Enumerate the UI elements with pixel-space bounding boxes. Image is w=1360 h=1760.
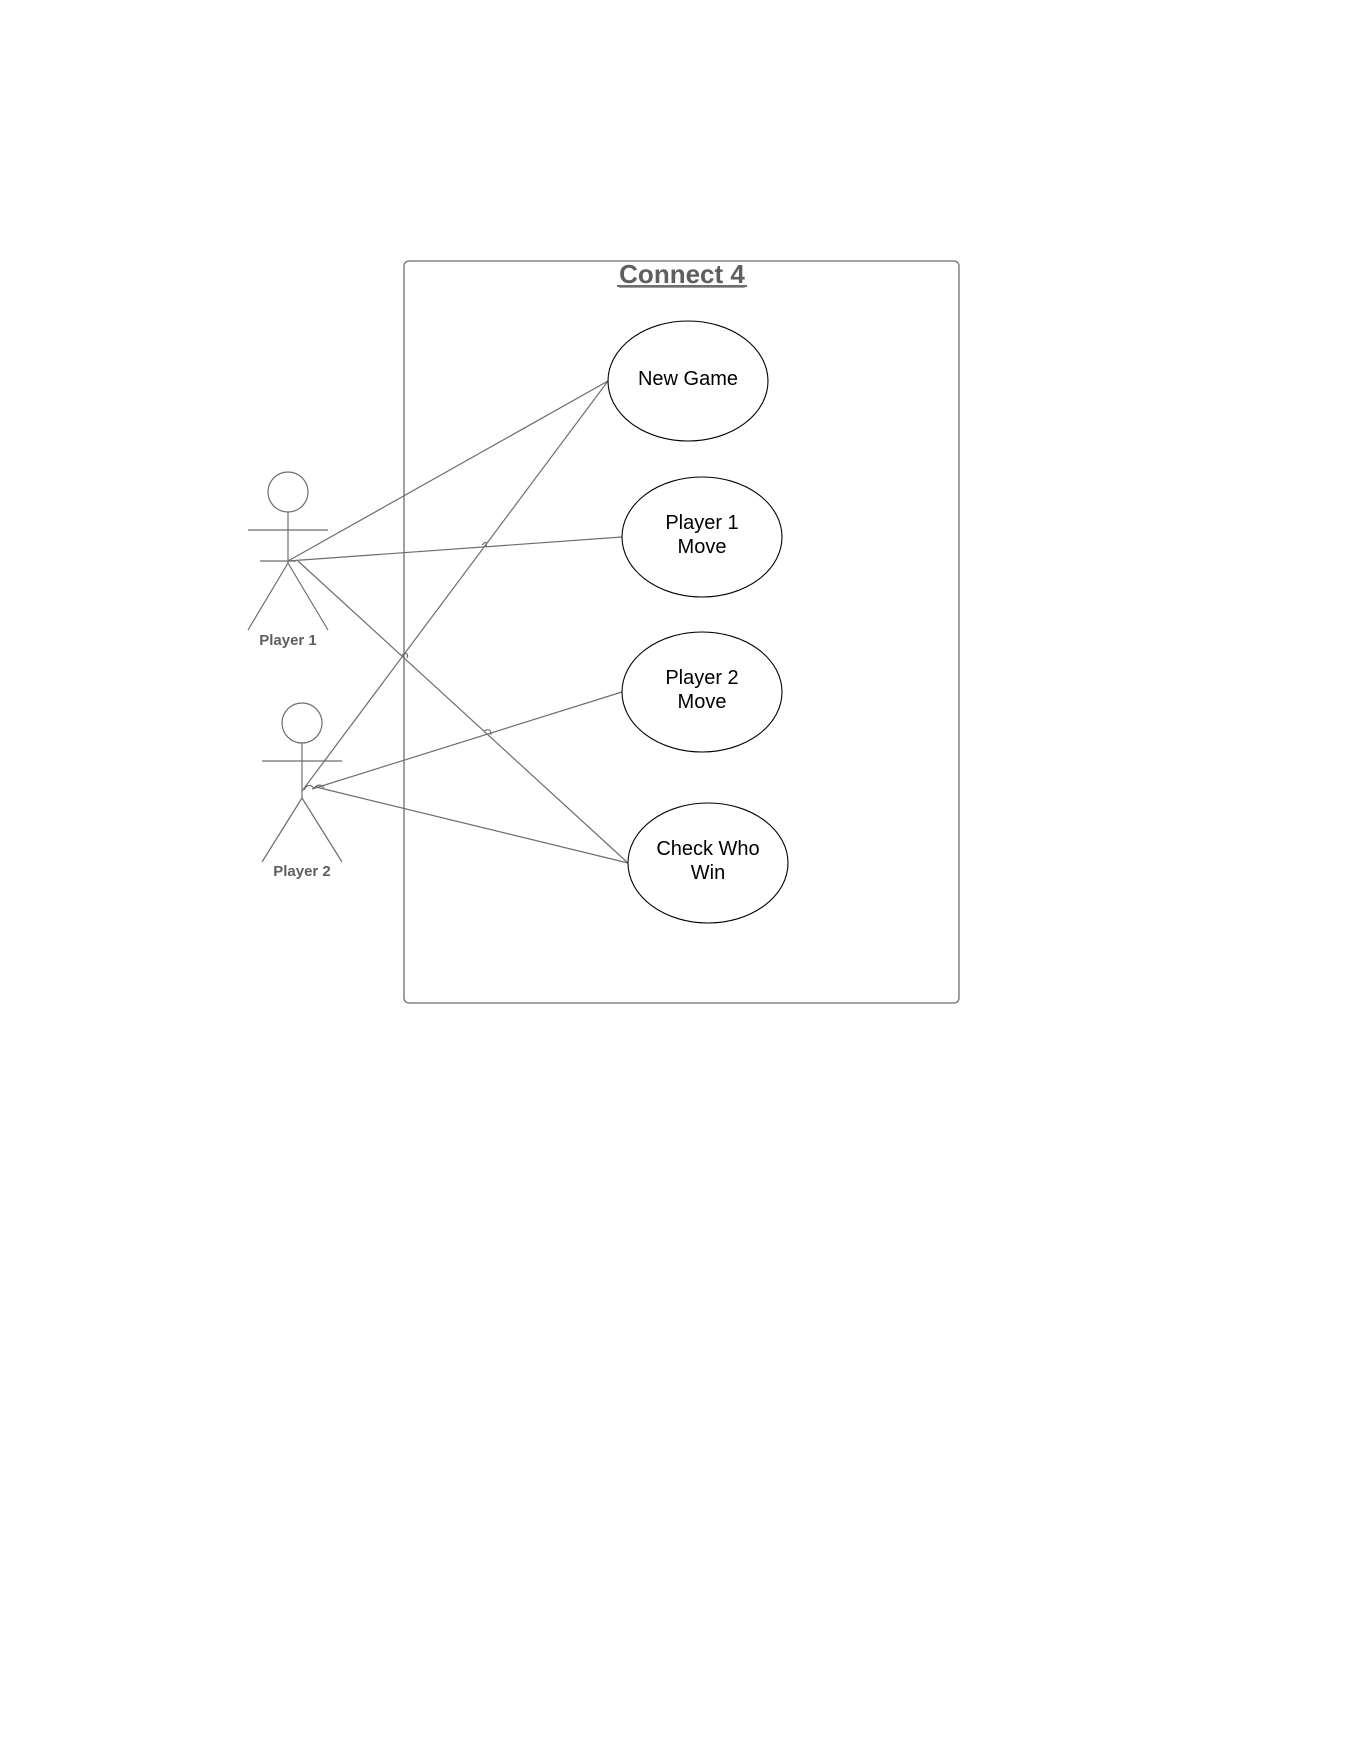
actor-label: Player 2 [273,863,331,880]
use-case-player-1-move: Player 1 Move [621,476,783,598]
system-boundary [403,260,960,1004]
association-player2-new-game [301,380,609,792]
line-crossing-hops [303,541,492,791]
actor-player-1: Player 1 [247,471,329,649]
actor-right-leg [287,562,329,631]
actor-right-leg [301,797,343,863]
use-case-ellipse [627,802,789,924]
use-case-label: New Game [638,368,738,390]
system-title: Connect 4 [619,259,745,289]
use-case-label-line-2: Move [678,691,727,713]
line-hop [481,541,488,548]
actor-left-leg [261,797,303,863]
use-case-label-line-1: Check Who [656,838,759,860]
actor-head [281,702,323,744]
line-hop [483,729,492,736]
association-player1-new-game [287,380,609,562]
use-case-check-who-win: Check Who Win [627,802,789,924]
association-player1-check-win [297,560,629,864]
use-case-label-line-2: Move [678,536,727,558]
actor-label: Player 1 [259,632,317,649]
associations [287,380,629,864]
use-case-player-2-move: Player 2 Move [621,631,783,753]
use-case-new-game: New Game [607,320,769,442]
association-player1-p1-move [287,536,623,562]
use-case-label-line-1: Player 1 [665,512,738,534]
use-case-ellipse [607,320,769,442]
use-case-label-line-1: Player 2 [665,667,738,689]
use-case-ellipse [621,631,783,753]
association-player2-p2-move [311,691,623,790]
use-case-ellipse [621,476,783,598]
actor-left-leg [247,562,289,631]
actor-player-2: Player 2 [261,702,343,880]
line-hop [303,784,325,791]
line-hop [401,652,409,659]
actor-head [267,471,309,513]
use-case-label-line-2: Win [691,862,725,884]
association-player2-check-win [315,786,629,864]
